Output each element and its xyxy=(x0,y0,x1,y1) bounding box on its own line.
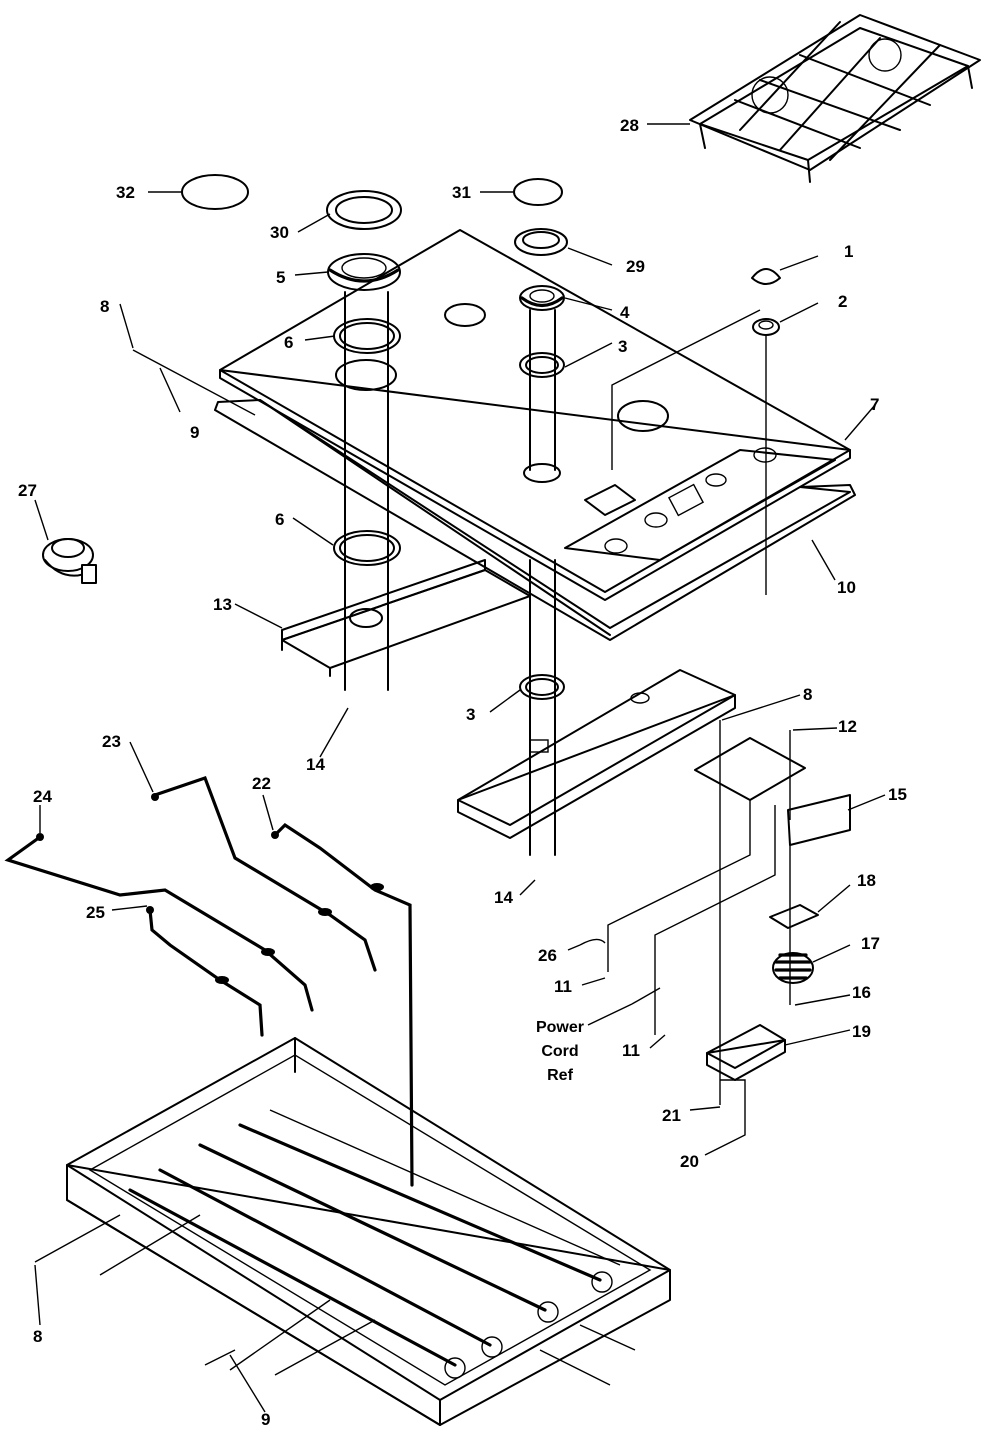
label-part-11b: 11 xyxy=(622,1041,640,1060)
label-part-25: 25 xyxy=(86,903,105,922)
ignition-parts xyxy=(704,904,819,1156)
label-part-1: 1 xyxy=(844,242,853,261)
label-part-29: 29 xyxy=(626,257,645,276)
label-part-5: 5 xyxy=(276,268,285,287)
label-part-6b: 6 xyxy=(275,510,284,529)
label-part-31: 31 xyxy=(452,183,471,202)
power-cord-line3: Ref xyxy=(547,1067,573,1084)
leader-lines xyxy=(34,123,886,1413)
label-part-19: 19 xyxy=(852,1022,871,1041)
label-part-9b: 9 xyxy=(261,1410,270,1429)
gas-tubes xyxy=(4,775,414,1187)
label-part-28: 28 xyxy=(620,116,639,135)
knob-assembly xyxy=(611,268,781,595)
part-labels: 1 2 3 3 4 5 6 6 7 8 8 8 9 9 10 11 11 12 … xyxy=(18,116,907,1429)
control-board xyxy=(607,720,851,1105)
panel-frame xyxy=(214,399,856,641)
label-part-11a: 11 xyxy=(554,977,572,996)
label-part-14b: 14 xyxy=(494,888,513,907)
power-cord-line2: Cord xyxy=(541,1043,578,1060)
label-part-18: 18 xyxy=(857,871,876,890)
label-part-7: 7 xyxy=(870,395,879,414)
gas-regulator xyxy=(42,538,97,584)
label-part-8b: 8 xyxy=(803,685,812,704)
label-part-12: 12 xyxy=(838,717,857,736)
label-part-3a: 3 xyxy=(618,337,627,356)
label-part-26: 26 xyxy=(538,946,557,965)
cooktop-panel xyxy=(219,229,851,601)
base-pan xyxy=(66,1037,671,1426)
label-part-14a: 14 xyxy=(306,755,325,774)
right-burner-stack xyxy=(513,178,568,856)
label-part-3b: 3 xyxy=(466,705,475,724)
label-part-6a: 6 xyxy=(284,333,293,352)
side-bracket-13 xyxy=(281,559,531,677)
label-part-22: 22 xyxy=(252,774,271,793)
power-cord-line1: Power xyxy=(536,1019,584,1036)
label-part-21: 21 xyxy=(662,1106,681,1125)
label-part-20: 20 xyxy=(680,1152,699,1171)
label-part-24: 24 xyxy=(33,787,52,806)
label-part-17: 17 xyxy=(861,934,880,953)
label-part-2: 2 xyxy=(838,292,847,311)
label-part-8a: 8 xyxy=(100,297,109,316)
manifold-bracket xyxy=(457,669,736,839)
label-part-9a: 9 xyxy=(190,423,199,442)
label-part-10: 10 xyxy=(837,578,856,597)
label-part-27: 27 xyxy=(18,481,37,500)
label-part-32: 32 xyxy=(116,183,135,202)
label-part-13: 13 xyxy=(213,595,232,614)
label-part-30: 30 xyxy=(270,223,289,242)
label-part-8c: 8 xyxy=(33,1327,42,1346)
burner-grate xyxy=(689,14,981,183)
label-part-15: 15 xyxy=(888,785,907,804)
label-part-23: 23 xyxy=(102,732,121,751)
label-part-16: 16 xyxy=(852,983,871,1002)
label-part-4: 4 xyxy=(620,303,630,322)
power-cord-reference: Power Cord Ref xyxy=(536,1019,584,1084)
